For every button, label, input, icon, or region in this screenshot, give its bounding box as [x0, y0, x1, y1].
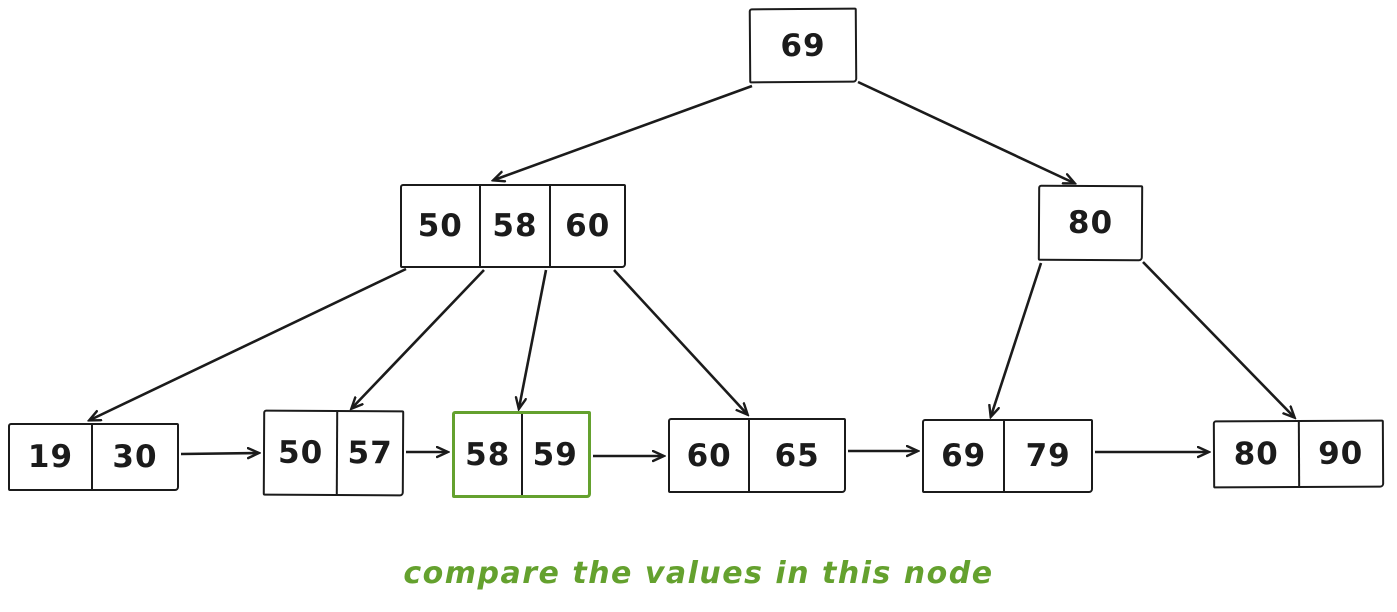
edge-internal-left-to-leaf-50-57 — [352, 269, 485, 408]
leaf-node-19-30: 19 30 — [8, 423, 179, 491]
edge-root-to-internal-right — [857, 80, 1074, 183]
node-cell: 57 — [336, 412, 403, 495]
leaf-node-80-90: 80 90 — [1212, 419, 1385, 489]
root-node-69: 69 — [748, 7, 858, 84]
node-cell: 69 — [941, 438, 987, 474]
node-cell: 90 — [1297, 421, 1383, 487]
node-cell: 19 — [27, 439, 74, 475]
internal-node-50-58-60: 50 58 60 — [400, 184, 626, 268]
annotation-text: compare the values in this node — [403, 556, 994, 591]
edge-internal-right-to-leaf-69-79 — [991, 262, 1043, 416]
node-cell: 30 — [90, 425, 177, 489]
edge-internal-left-to-leaf-58-59 — [519, 269, 548, 408]
node-cell: 60 — [549, 186, 624, 266]
node-cell: 58 — [465, 436, 511, 473]
internal-node-80: 80 — [1037, 184, 1144, 262]
edge-internal-right-to-leaf-80-90 — [1142, 261, 1294, 417]
edge-leaf1-to-leaf2 — [180, 453, 258, 454]
node-cell: 80 — [1233, 436, 1279, 473]
leaf-node-50-57: 50 57 — [262, 409, 405, 497]
node-cell: 50 — [417, 208, 463, 244]
edge-internal-left-to-leaf-19-30 — [90, 267, 407, 420]
node-cell: 60 — [686, 437, 732, 474]
node-cell: 69 — [780, 27, 826, 64]
edge-root-to-internal-left — [494, 84, 753, 180]
node-cell: 79 — [1003, 421, 1091, 491]
node-cell: 59 — [520, 414, 589, 495]
leaf-node-69-79: 69 79 — [922, 419, 1093, 493]
leaf-node-58-59-highlighted: 58 59 — [452, 411, 591, 498]
node-cell: 65 — [748, 420, 844, 491]
leaf-node-60-65: 60 65 — [668, 418, 846, 493]
node-cell: 58 — [478, 186, 550, 266]
node-cell: 80 — [1067, 204, 1114, 242]
edge-internal-left-to-leaf-60-65 — [613, 269, 747, 414]
node-cell: 50 — [277, 434, 324, 471]
